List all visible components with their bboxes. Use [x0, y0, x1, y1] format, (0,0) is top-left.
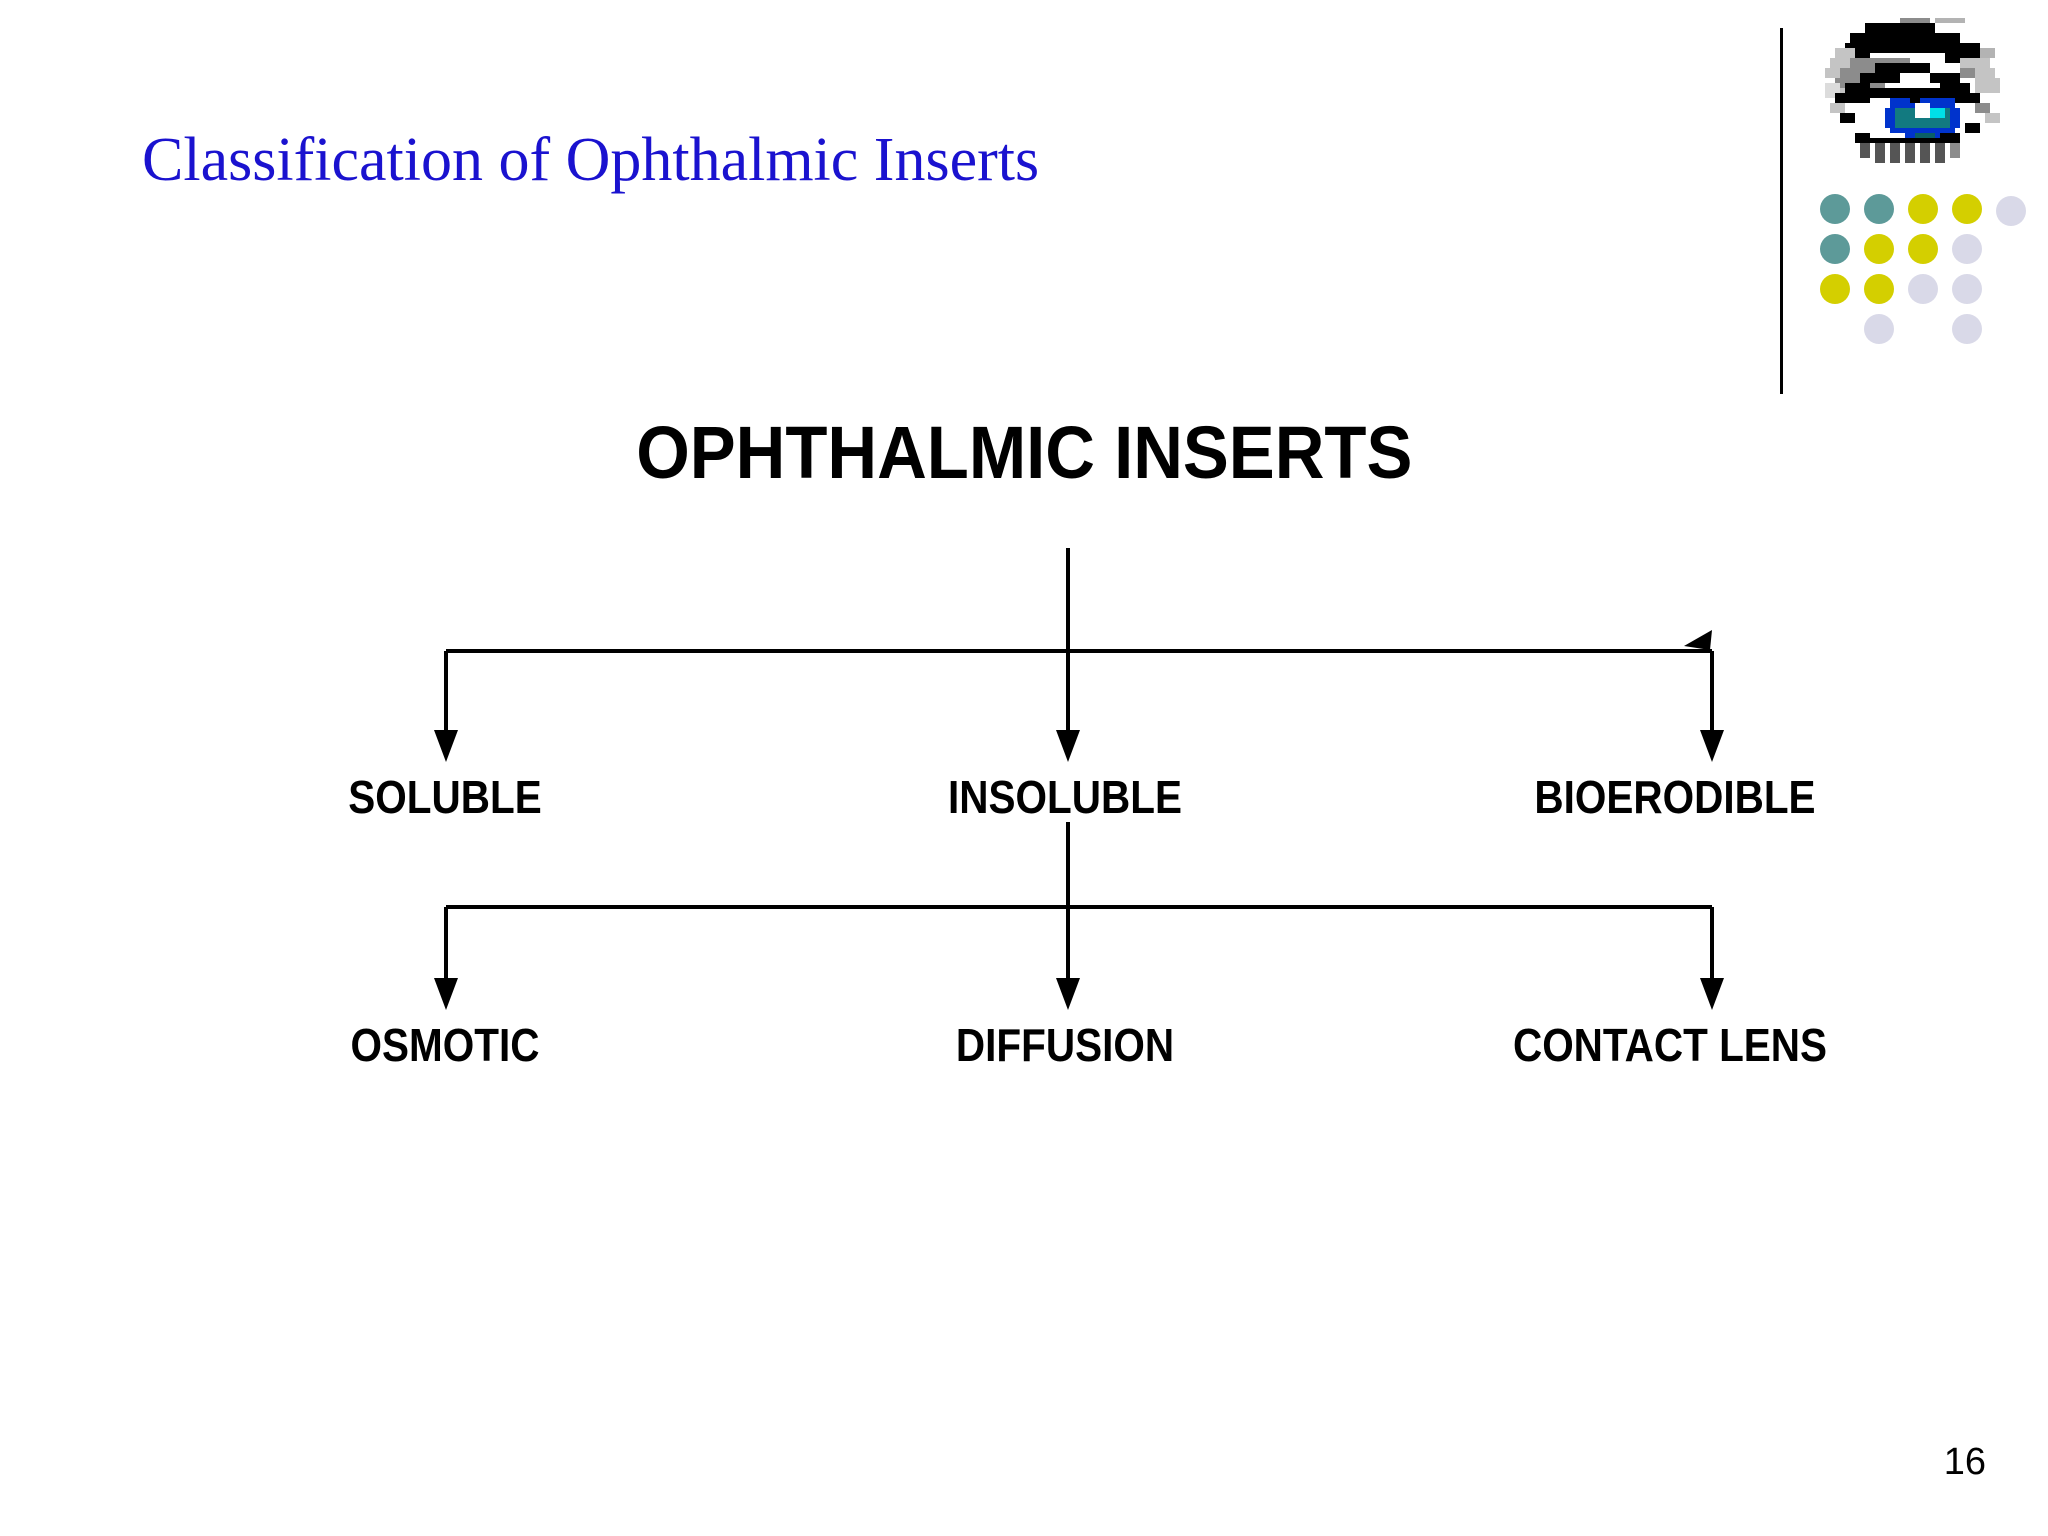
arrowhead-diffusion — [1056, 978, 1080, 1010]
diagram-node-bioerodible: BIOERODIBLE — [1534, 771, 1816, 823]
logo-dot — [1952, 194, 1982, 224]
diagram-node-diffusion: DIFFUSION — [955, 1019, 1175, 1071]
logo-dot — [1864, 314, 1894, 344]
logo-dot — [1820, 234, 1850, 264]
logo-dot — [1864, 234, 1894, 264]
arrowhead-bioerodible — [1700, 730, 1724, 762]
arrowhead-contact-lens — [1700, 978, 1724, 1010]
logo-dot — [1864, 274, 1894, 304]
logo-dot — [1908, 234, 1938, 264]
logo-dot — [1996, 196, 2026, 226]
logo-dot — [1820, 194, 1850, 224]
diagram-node-contact-lens: CONTACT LENS — [1512, 1019, 1828, 1071]
arrowhead-soluble — [434, 730, 458, 762]
logo-dot — [1820, 274, 1850, 304]
logo-dot-grid — [1820, 194, 2040, 354]
diagram-node-soluble: SOLUBLE — [348, 771, 542, 823]
arrowhead-osmotic — [434, 978, 458, 1010]
diagram-node-insoluble: INSOLUBLE — [948, 771, 1182, 823]
page-title: Classification of Ophthalmic Inserts — [142, 126, 1040, 194]
logo-dot — [1908, 274, 1938, 304]
eye-logo — [1772, 18, 2048, 394]
logo-dot — [1864, 194, 1894, 224]
logo-dot — [1952, 314, 1982, 344]
bus1-left-arrowhead — [1684, 630, 1712, 650]
logo-dot — [1952, 234, 1982, 264]
diagram-root-node: OPHTHALMIC INSERTS — [0, 412, 2048, 494]
logo-divider-rule — [1780, 28, 1783, 394]
diagram-root-label: OPHTHALMIC INSERTS — [635, 411, 1413, 494]
logo-dot — [1952, 274, 1982, 304]
logo-dot — [1908, 194, 1938, 224]
page-number: 16 — [1943, 1441, 1986, 1483]
pixelated-eye-icon — [1810, 18, 2020, 178]
arrowhead-insoluble — [1056, 730, 1080, 762]
diagram-node-osmotic: OSMOTIC — [350, 1019, 540, 1071]
